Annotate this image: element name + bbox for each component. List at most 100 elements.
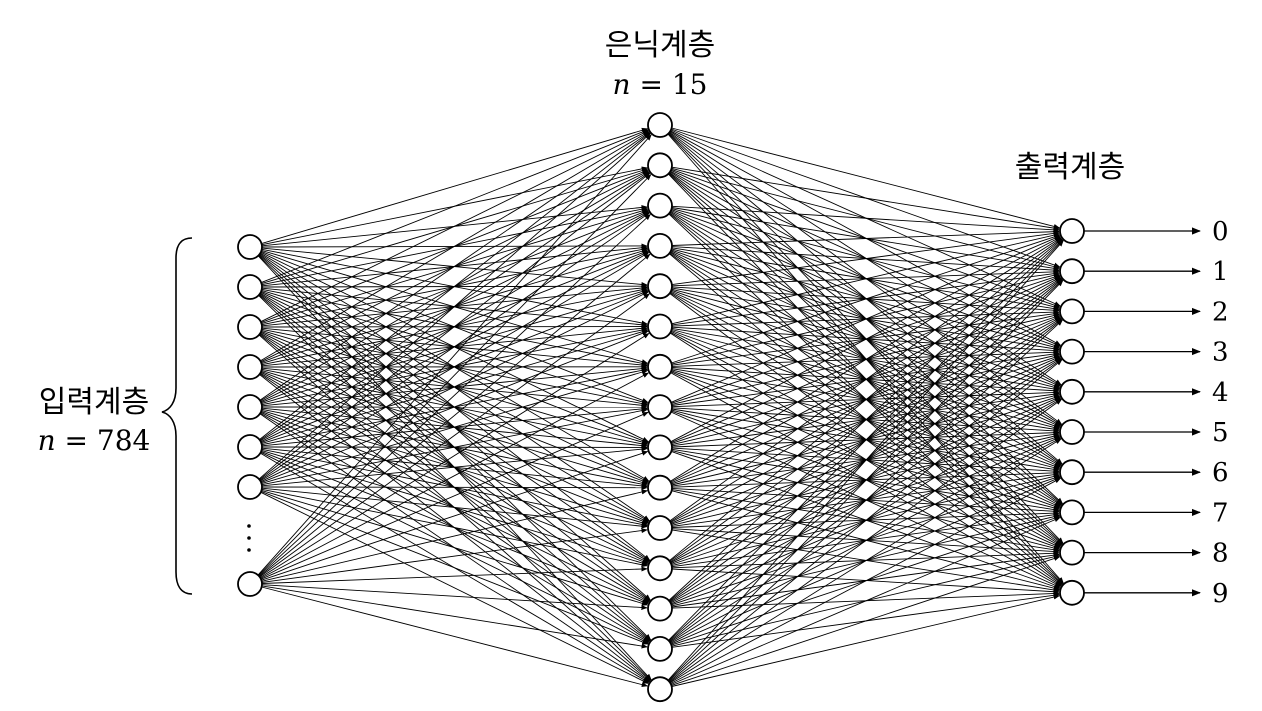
edge-hidden-9-output-0	[669, 237, 1062, 482]
edge-hidden-14-output-8	[671, 556, 1061, 686]
edge-hidden-14-output-1	[668, 280, 1064, 682]
edge-input-6-hidden-0	[258, 133, 651, 480]
hidden-node-14	[647, 676, 673, 703]
edge-input-7-hidden-1	[258, 174, 652, 576]
edge-input-7-hidden-0	[257, 134, 652, 576]
hidden-node-0	[647, 112, 673, 138]
input-node-0	[237, 234, 263, 260]
output-labels: 0 1 2 3 4 5 6 7 8 9	[1212, 217, 1229, 609]
input-layer-brace	[161, 237, 193, 595]
edge-hidden-14-output-4	[669, 399, 1063, 683]
edge-input-7-hidden-6	[260, 372, 650, 579]
hidden-layer-nodes	[647, 112, 673, 703]
output-label-2: 2	[1212, 297, 1229, 327]
output-label-4: 4	[1212, 378, 1229, 408]
hidden-node-5	[647, 313, 673, 340]
edge-hidden-14-output-6	[670, 477, 1062, 684]
input-node-4	[237, 394, 263, 420]
edge-input-7-hidden-13	[261, 585, 648, 649]
edge-hidden-14-output-5	[669, 438, 1062, 684]
output-label-7: 7	[1212, 498, 1229, 528]
edge-hidden-12-output-0	[668, 239, 1063, 601]
input-node-5	[237, 434, 263, 460]
output-node-1	[1059, 258, 1085, 285]
edge-hidden-0-output-0	[671, 127, 1061, 229]
hidden-node-2	[647, 192, 673, 219]
edge-input-7-hidden-2	[258, 213, 651, 577]
hidden-layer-count: n = 15	[613, 68, 708, 101]
edge-input-3-hidden-0	[260, 131, 650, 362]
hidden-layer-n-var: n	[613, 68, 631, 101]
hidden-layer-n-value: = 15	[631, 68, 708, 101]
output-arrows	[1084, 227, 1201, 597]
hidden-node-11	[647, 555, 673, 582]
input-layer-nodes	[237, 234, 263, 597]
output-node-5	[1059, 419, 1085, 445]
edge-input-7-hidden-12	[261, 584, 648, 610]
edge-input-6-hidden-11	[261, 488, 648, 568]
output-node-4	[1059, 378, 1085, 405]
output-node-0	[1059, 218, 1085, 244]
edge-input-6-hidden-8	[261, 446, 648, 487]
edge-input-7-hidden-14	[261, 586, 649, 688]
output-layer-nodes	[1059, 218, 1085, 606]
output-label-6: 6	[1212, 458, 1229, 488]
edge-input-6-hidden-13	[261, 490, 649, 645]
input-node-3	[237, 354, 263, 380]
input-hidden-connections	[257, 127, 652, 688]
hidden-node-10	[647, 515, 673, 541]
edge-input-7-hidden-10	[261, 528, 648, 583]
input-layer-n-var: n	[38, 424, 56, 457]
edge-input-1-hidden-0	[261, 129, 649, 284]
edge-input-7-hidden-9	[261, 489, 648, 582]
edge-input-4-hidden-0	[259, 132, 650, 401]
edge-hidden-5-output-0	[671, 232, 1060, 325]
hidden-node-12	[647, 595, 673, 622]
output-label-0: 0	[1212, 217, 1229, 247]
output-node-6	[1059, 459, 1085, 486]
edge-hidden-10-output-0	[669, 238, 1063, 522]
hidden-node-13	[647, 636, 673, 662]
hidden-node-4	[647, 273, 673, 300]
edge-hidden-3-output-0	[671, 229, 1060, 246]
edge-input-7-hidden-11	[261, 566, 648, 584]
edge-hidden-2-output-0	[671, 205, 1060, 233]
output-label-9: 9	[1212, 579, 1229, 609]
edge-input-5-hidden-0	[259, 132, 651, 440]
edge-input-6-hidden-7	[261, 408, 648, 486]
hidden-node-9	[647, 474, 673, 501]
edge-hidden-14-output-7	[670, 517, 1061, 685]
output-label-8: 8	[1212, 539, 1229, 569]
edge-input-6-hidden-2	[259, 212, 650, 481]
hidden-node-8	[647, 434, 673, 461]
input-layer-count: n = 784	[38, 424, 151, 457]
edge-input-7-hidden-8	[261, 450, 649, 581]
input-node-7	[237, 571, 263, 597]
edge-input-6-hidden-1	[259, 172, 651, 480]
edge-input-6-hidden-14	[260, 491, 649, 684]
input-node-1	[237, 274, 263, 300]
input-layer-n-value: = 784	[56, 424, 151, 457]
edge-hidden-7-output-0	[670, 235, 1061, 403]
edge-input-6-hidden-6	[261, 369, 649, 485]
input-layer-title: 입력계층	[39, 385, 149, 420]
edge-input-2-hidden-0	[260, 130, 649, 323]
hidden-output-connections	[667, 127, 1064, 687]
output-label-1: 1	[1212, 257, 1229, 287]
edge-hidden-11-output-0	[669, 238, 1063, 562]
edge-hidden-4-output-0	[671, 230, 1060, 286]
edge-input-6-hidden-10	[261, 487, 648, 529]
output-label-5: 5	[1212, 418, 1229, 448]
edge-hidden-14-output-9	[671, 594, 1060, 687]
hidden-node-7	[647, 394, 673, 421]
edge-hidden-14-output-0	[667, 240, 1064, 681]
edge-input-6-hidden-9	[261, 485, 648, 491]
output-node-7	[1059, 499, 1085, 526]
edge-input-6-hidden-5	[261, 330, 649, 484]
edge-input-6-hidden-4	[260, 291, 649, 483]
output-label-3: 3	[1212, 338, 1229, 368]
output-node-2	[1059, 298, 1085, 325]
edge-input-0-hidden-0	[261, 127, 649, 245]
input-node-6	[237, 474, 263, 500]
